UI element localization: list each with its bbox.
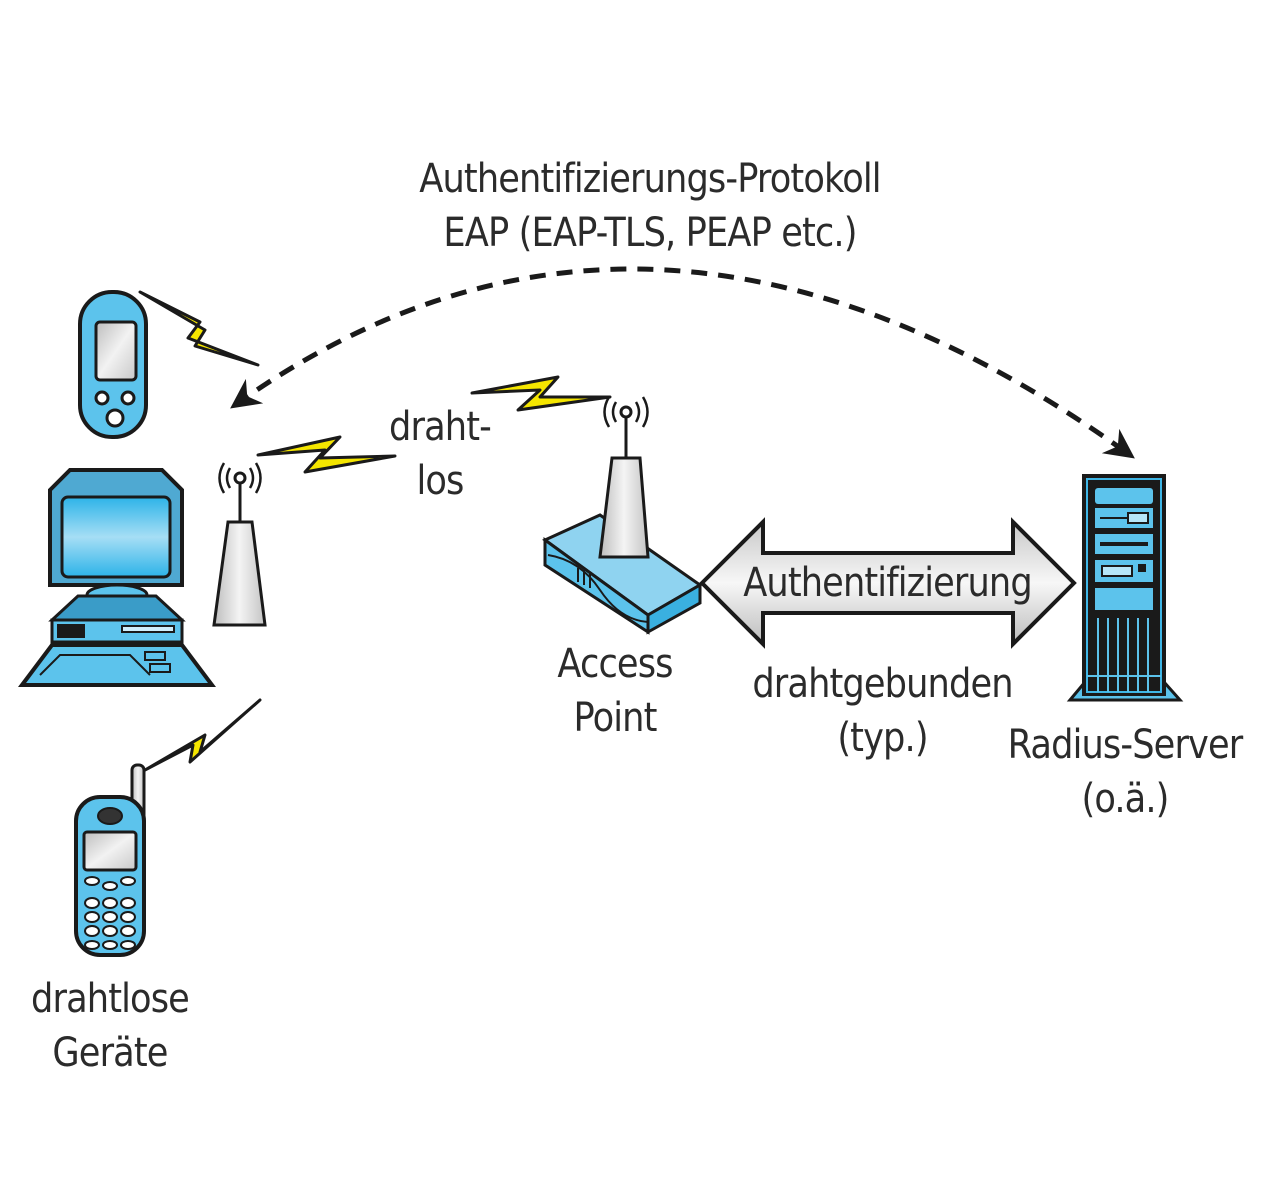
antenna-icon <box>212 462 267 627</box>
auth-arrow-label: Authentifizierung <box>743 560 1032 606</box>
lightning-bolt-icon <box>470 375 612 412</box>
protocol-label-line1: Authentifizierungs-Protokoll <box>419 156 881 202</box>
wired-label-line2: (typ.) <box>837 715 928 761</box>
protocol-label-line2: EAP (EAP-TLS, PEAP etc.) <box>443 210 857 256</box>
radius-server-icon <box>1066 474 1184 702</box>
wireless-label-line2: los <box>416 458 464 504</box>
access-point-label-line1: Access <box>557 641 673 687</box>
access-point-label: Access Point <box>540 637 690 745</box>
mobile-phone-icon <box>74 763 146 957</box>
wireless-label-line1: draht- <box>389 404 492 450</box>
server-label-line1: Radius-Server <box>1007 722 1244 768</box>
server-label-line2: (o.ä.) <box>1081 776 1169 822</box>
authentication-arrow <box>699 517 1077 649</box>
lightning-bolt-icon <box>143 698 262 772</box>
desktop-computer-icon <box>18 468 216 687</box>
eap-protocol-arc <box>230 266 1135 459</box>
devices-label-line1: drahtlose <box>31 976 190 1022</box>
access-point-label-line2: Point <box>573 695 657 741</box>
pda-device-icon <box>78 290 148 439</box>
access-point-icon <box>542 396 703 635</box>
devices-label-line2: Geräte <box>52 1030 168 1076</box>
wired-label-line1: drahtgebunden <box>752 661 1013 707</box>
devices-label: drahtlose Geräte <box>22 972 198 1080</box>
server-label: Radius-Server (o.ä.) <box>1006 718 1244 826</box>
lightning-bolt-icon <box>256 435 397 474</box>
protocol-label: Authentifizierungs-Protokoll EAP (EAP-TL… <box>395 152 905 260</box>
lightning-bolt-icon <box>138 290 260 367</box>
wireless-label: draht- los <box>378 400 501 508</box>
wired-label: drahtgebunden (typ.) <box>748 657 1016 765</box>
